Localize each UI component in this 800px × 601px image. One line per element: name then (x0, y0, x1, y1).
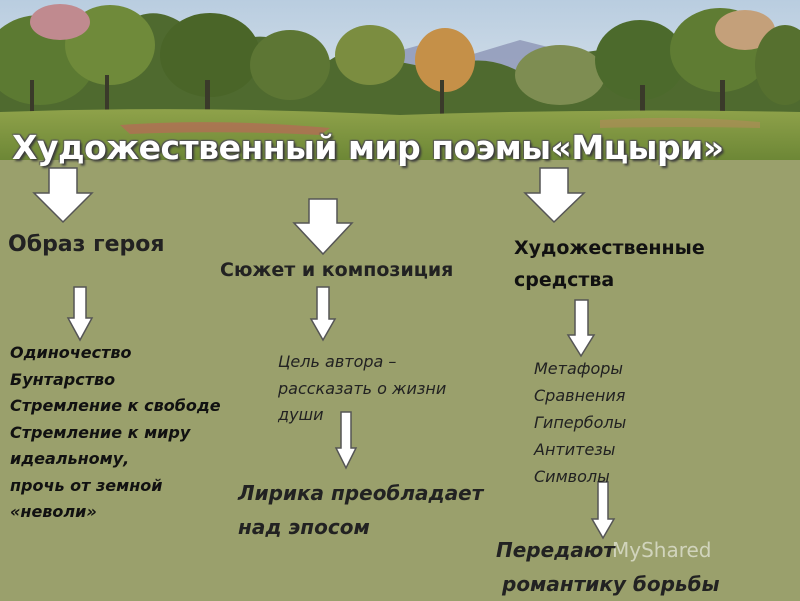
down-arrow-icon (292, 198, 354, 256)
goal-line: рассказать о жизни (278, 378, 447, 398)
devices-list: Метафоры Сравнения Гиперболы Антитезы Си… (534, 355, 626, 490)
list-item: Гиперболы (534, 413, 627, 432)
list-item: прочь от земной (10, 475, 163, 495)
list-item: Бунтарство (10, 369, 116, 389)
plot-heading: Сюжет и композиция (220, 259, 454, 281)
means-conclusion: Передают романтику борьбы (496, 533, 720, 601)
means-heading: Художественные средства (514, 232, 705, 296)
conclusion-line: Лирика преобладает (238, 481, 484, 505)
list-item: Антитезы (534, 440, 616, 459)
slide-title: Художественный мир поэмы«Мцыри» (12, 128, 724, 167)
conclusion-line: романтику борьбы (502, 572, 720, 596)
list-item: Метафоры (534, 359, 624, 378)
heading-line: Художественные (514, 237, 705, 259)
conclusion-line: над эпосом (238, 515, 370, 539)
heading-line: средства (514, 269, 615, 291)
plot-conclusion: Лирика преобладает над эпосом (238, 476, 483, 544)
list-item: идеальному, (10, 449, 130, 468)
hero-heading: Образ героя (8, 232, 165, 257)
list-item: Стремление к миру (10, 422, 191, 442)
goal-line: души (278, 405, 324, 424)
down-arrow-icon (309, 286, 337, 342)
list-item: «неволи» (10, 502, 97, 521)
down-arrow-icon (66, 286, 94, 342)
conclusion-line: Передают (496, 538, 615, 562)
down-arrow-icon (32, 167, 94, 224)
author-goal-text: Цель автора – рассказать о жизни души (278, 349, 446, 429)
list-item: Стремление к свободе (10, 396, 221, 415)
list-item: Символы (534, 467, 610, 486)
hero-traits-list: Одиночество Бунтарство Стремление к своб… (10, 340, 221, 526)
down-arrow-icon (523, 167, 586, 224)
down-arrow-icon (566, 299, 596, 358)
down-arrow-icon (590, 481, 616, 540)
goal-line: Цель автора – (278, 352, 397, 371)
watermark-logo: MyShared (612, 538, 712, 562)
landscape-banner-image (0, 0, 800, 160)
list-item: Сравнения (534, 386, 626, 405)
list-item: Одиночество (10, 343, 132, 362)
down-arrow-icon (334, 411, 358, 470)
